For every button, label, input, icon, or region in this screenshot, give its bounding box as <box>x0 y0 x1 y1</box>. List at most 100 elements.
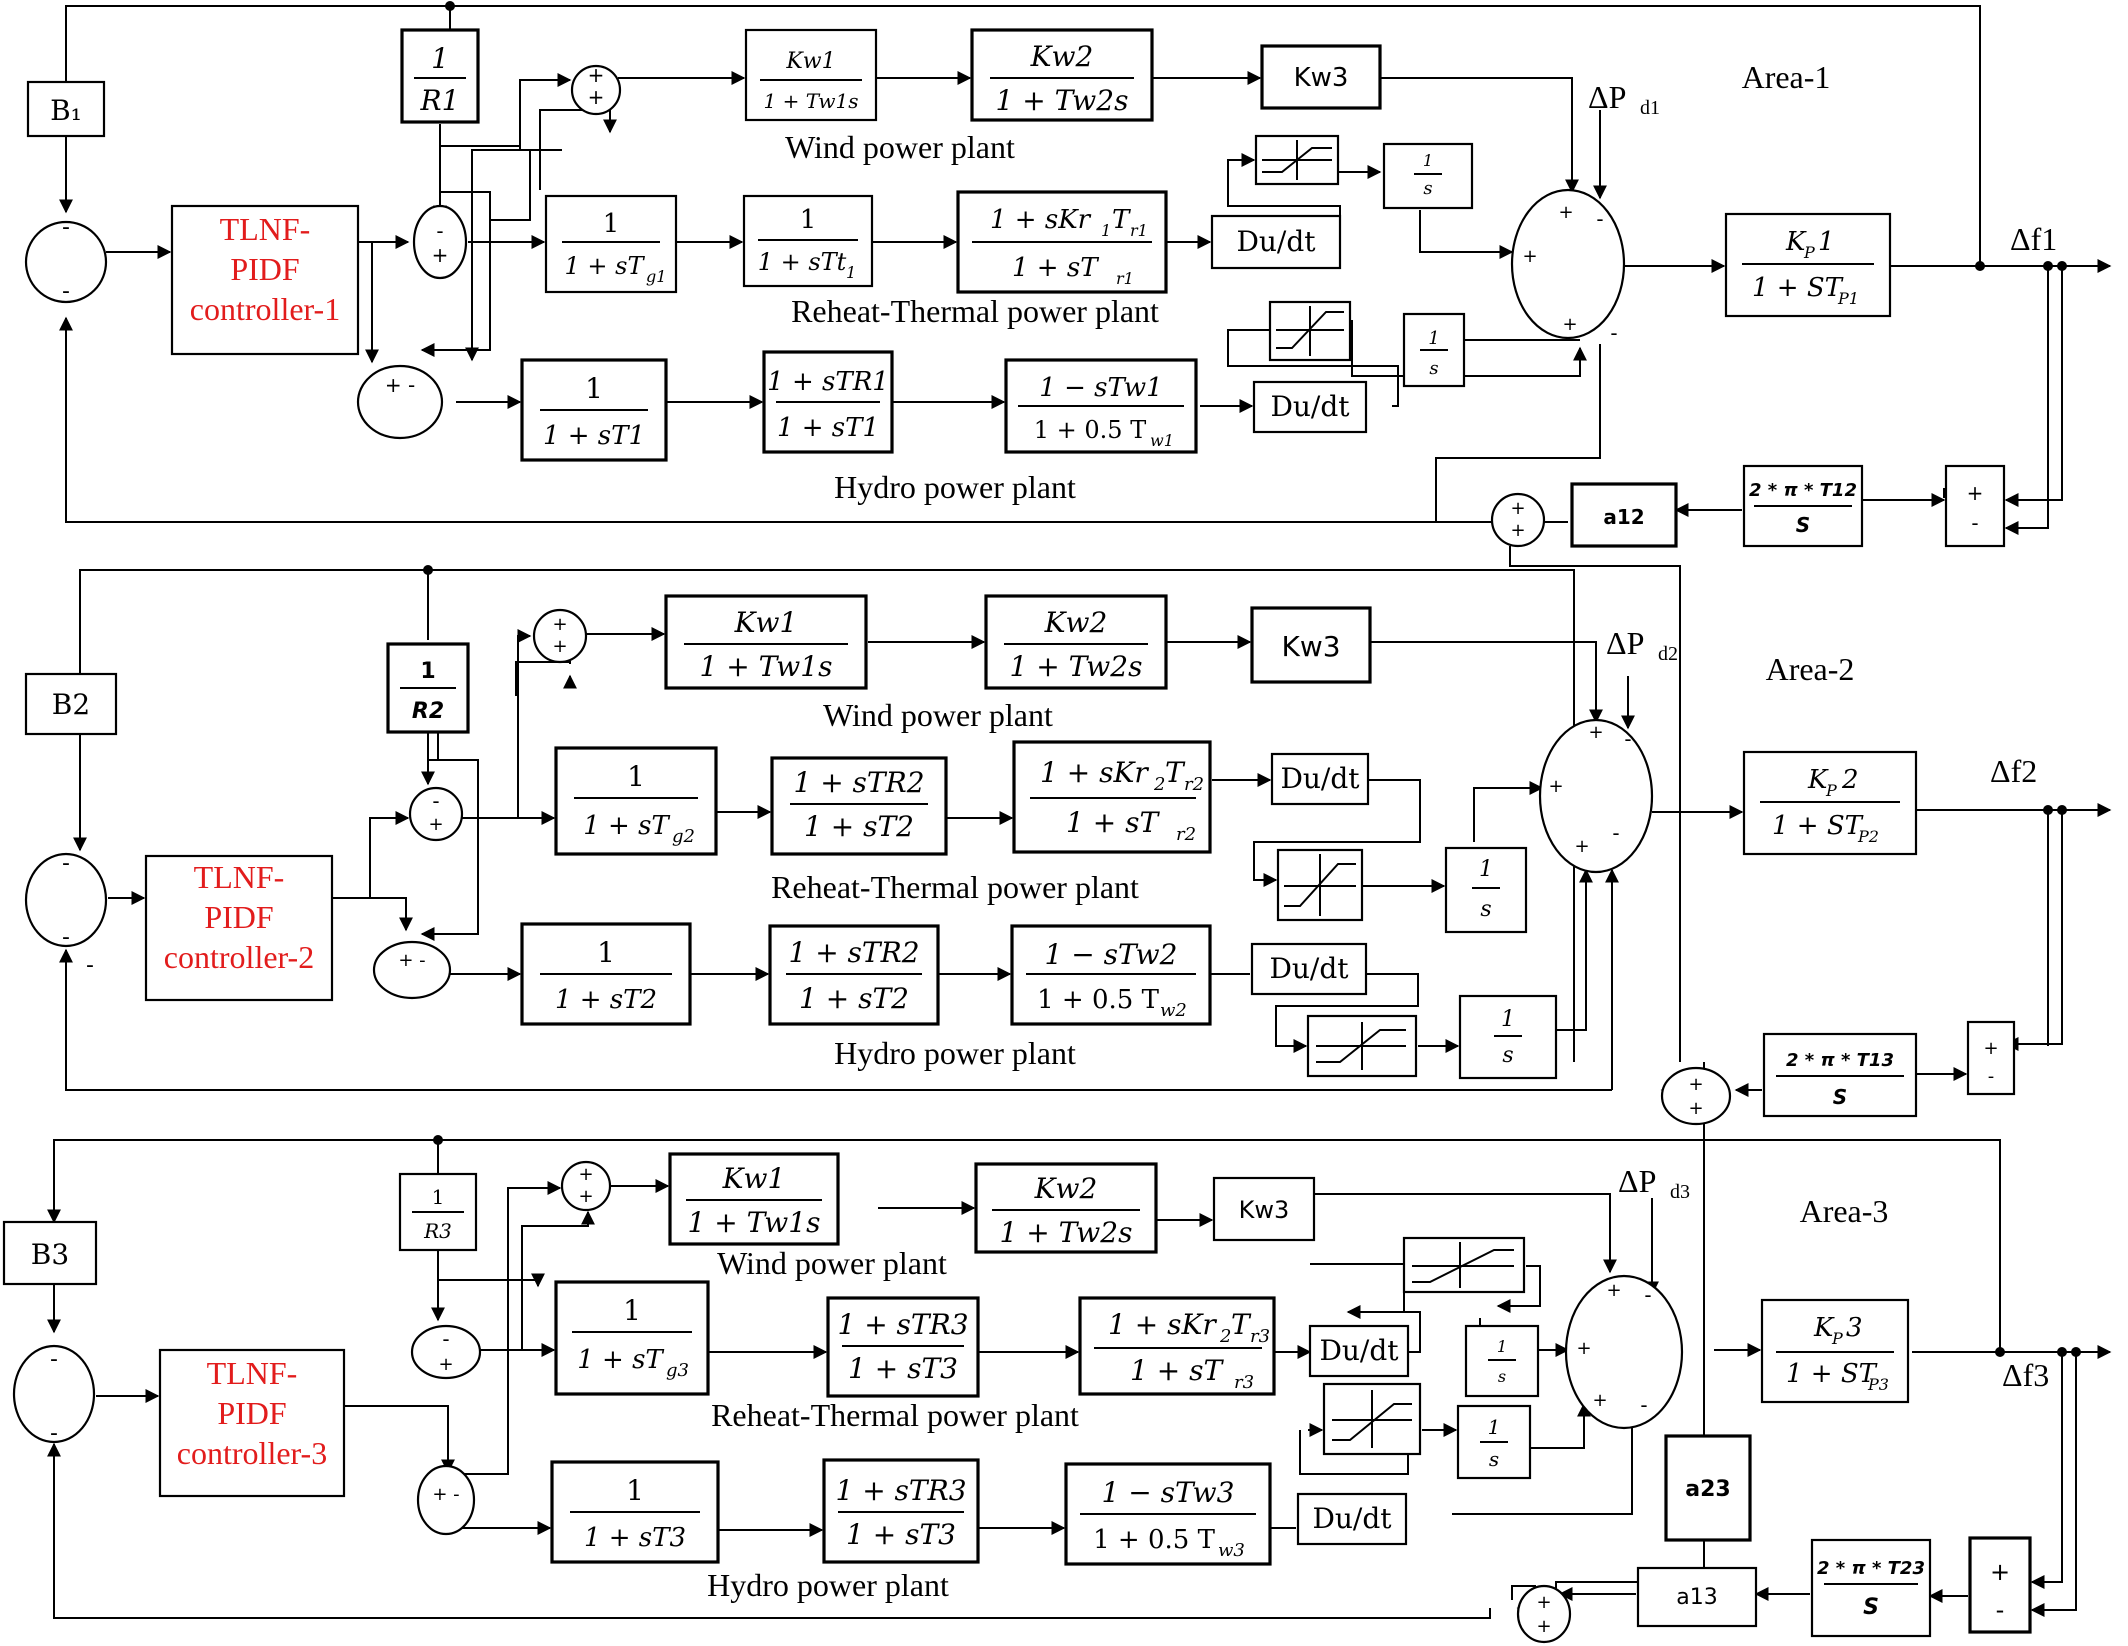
junction-dots <box>423 1 2081 1357</box>
svg-text:S: S <box>1796 513 1810 537</box>
svg-text:P2: P2 <box>1857 827 1879 846</box>
svg-text:1 + Tw2s: 1 + Tw2s <box>1000 1216 1133 1249</box>
label-area-2: Area-2 <box>1766 651 1855 687</box>
svg-text:1 + Tw1s: 1 + Tw1s <box>700 650 833 683</box>
svg-text:+: + <box>1983 1038 1998 1059</box>
svg-text:1 + ST: 1 + ST <box>1772 811 1864 841</box>
svg-text:1 + sKr: 1 + sKr <box>990 205 1092 235</box>
label-hydro-1: Hydro power plant <box>834 469 1076 505</box>
svg-text:1 + sT: 1 + sT <box>583 811 670 841</box>
svg-text:T: T <box>1112 205 1131 235</box>
svg-text:2: 2 <box>1219 1326 1231 1347</box>
svg-text:Kw1: Kw1 <box>734 606 798 639</box>
svg-text:-: - <box>1610 321 1617 345</box>
svg-text:1 + sT: 1 + sT <box>1066 806 1160 839</box>
label-df3: Δf3 <box>2002 1357 2049 1393</box>
svg-text:1 + sTR2: 1 + sTR2 <box>793 766 924 799</box>
svg-text:s: s <box>1429 358 1438 379</box>
dudt-block-2b: Du/dt <box>1250 942 1368 996</box>
label-dpd3: ΔP <box>1618 1163 1656 1199</box>
label-dpd1: ΔP <box>1588 79 1626 115</box>
label-wind-3: Wind power plant <box>717 1245 947 1281</box>
svg-text:1: 1 <box>431 42 449 75</box>
tlnf-pidf-controller-2: TLNF- PIDF controller-2 <box>144 854 334 1002</box>
svg-text:Kw3: Kw3 <box>1281 630 1340 663</box>
integrator-block-2a: 1 s <box>1444 846 1528 934</box>
svg-text:-: - <box>50 1347 58 1372</box>
svg-text:-: - <box>1996 1596 2005 1624</box>
svg-text:1 + sTR2: 1 + sTR2 <box>788 936 919 969</box>
svg-text:TLNF-: TLNF- <box>207 1355 298 1391</box>
sum-thermal-3: - + <box>410 1324 482 1380</box>
svg-text:TLNF-: TLNF- <box>194 859 285 895</box>
svg-text:-: - <box>1971 511 1978 535</box>
svg-text:+: + <box>1548 776 1563 797</box>
power-system-block-2: K P 2 1 + ST P2 <box>1742 750 1918 856</box>
svg-text:P: P <box>1803 243 1815 262</box>
svg-text:Du/dt: Du/dt <box>1269 952 1349 985</box>
label-dpd1-sub: d1 <box>1640 97 1660 119</box>
signal-wires <box>47 5 2112 1619</box>
svg-text:1: 1 <box>1101 221 1111 240</box>
label-reheat-3: Reheat-Thermal power plant <box>711 1397 1079 1433</box>
reheat-block-2: 1 + sKr 2 T r2 1 + sT r2 <box>1012 740 1212 854</box>
svg-text:+: + <box>578 1164 593 1185</box>
svg-text:1 + sT3: 1 + sT3 <box>848 1352 958 1385</box>
dudt-block-1a: Du/dt <box>1210 214 1342 270</box>
sum-wind-1: + + <box>570 63 622 116</box>
svg-text:1 + Tw1s: 1 + Tw1s <box>688 1206 821 1239</box>
sum-tie-1: + + <box>1490 492 1546 548</box>
ace-summing-junction-2: - - - <box>24 851 108 978</box>
label-hydro-2: Hydro power plant <box>834 1035 1076 1071</box>
svg-text:-: - <box>432 789 439 813</box>
svg-text:1: 1 <box>623 1294 641 1327</box>
svg-text:PIDF: PIDF <box>204 899 273 935</box>
svg-text:-: - <box>62 279 70 304</box>
saturation-block-1a <box>1254 134 1340 186</box>
area-3: 1 R3 B3 - - TLNF- PIDF controller-3 + + … <box>2 1152 2032 1644</box>
svg-text:+: + <box>1990 1558 2010 1586</box>
svg-text:-: - <box>1624 727 1631 751</box>
svg-text:1 + sT2: 1 + sT2 <box>799 982 909 1015</box>
svg-text:1 + sT1: 1 + sT1 <box>777 413 879 443</box>
svg-text:+: + <box>588 85 605 109</box>
svg-text:-: - <box>1596 207 1603 231</box>
svg-text:1: 1 <box>597 936 615 969</box>
svg-text:w2: w2 <box>1160 1000 1187 1021</box>
svg-text:s: s <box>1498 1367 1506 1386</box>
svg-text:1: 1 <box>1488 1415 1501 1439</box>
svg-text:+ -: + - <box>432 1484 459 1505</box>
svg-text:S: S <box>1863 1595 1879 1620</box>
svg-text:T: T <box>1165 756 1186 789</box>
svg-text:+: + <box>1967 481 1984 505</box>
area-2: 1 R2 B2 - - - TLNF- PIDF controller-2 + … <box>24 594 2016 1126</box>
svg-text:1 − sTw3: 1 − sTw3 <box>1102 1476 1235 1509</box>
hydro-governor-block-1: 1 1 + sT1 <box>520 358 668 462</box>
svg-text:T: T <box>1231 1308 1252 1341</box>
svg-text:-: - <box>1644 1283 1651 1307</box>
svg-text:2 * π * T23: 2 * π * T23 <box>1817 1558 1925 1579</box>
svg-text:P3: P3 <box>1867 1375 1889 1394</box>
svg-text:1 + ST: 1 + ST <box>1786 1359 1878 1389</box>
svg-text:g3: g3 <box>666 1360 689 1381</box>
reheat-block-1: 1 + sKr 1 T r1 1 + sT r1 <box>956 190 1168 294</box>
svg-text:B2: B2 <box>52 688 90 721</box>
svg-text:-: - <box>86 953 94 978</box>
tie-line-12-block: 2 * π * T12 S <box>1742 464 1864 548</box>
hydro-reset-block-1: 1 + sTR1 1 + sT1 <box>762 350 894 454</box>
svg-text:a12: a12 <box>1603 505 1644 529</box>
svg-text:Du/dt: Du/dt <box>1236 225 1316 258</box>
svg-text:controller-2: controller-2 <box>164 939 314 975</box>
svg-text:s: s <box>1502 1043 1513 1068</box>
svg-text:1 + sKr: 1 + sKr <box>1040 756 1149 789</box>
svg-text:-: - <box>50 1421 58 1446</box>
sum-wind-2: + + <box>532 608 588 664</box>
svg-text:+: + <box>1588 722 1603 743</box>
a23-block: a23 <box>1664 1434 1752 1542</box>
svg-text:Kw1: Kw1 <box>722 1162 786 1195</box>
integrator-block-3b: 1 s <box>1456 1404 1532 1480</box>
svg-text:+ -: + - <box>398 950 425 971</box>
svg-text:Kw2: Kw2 <box>1044 606 1108 639</box>
svg-text:-: - <box>1640 1393 1647 1417</box>
svg-text:1 + Tw2s: 1 + Tw2s <box>996 84 1129 117</box>
